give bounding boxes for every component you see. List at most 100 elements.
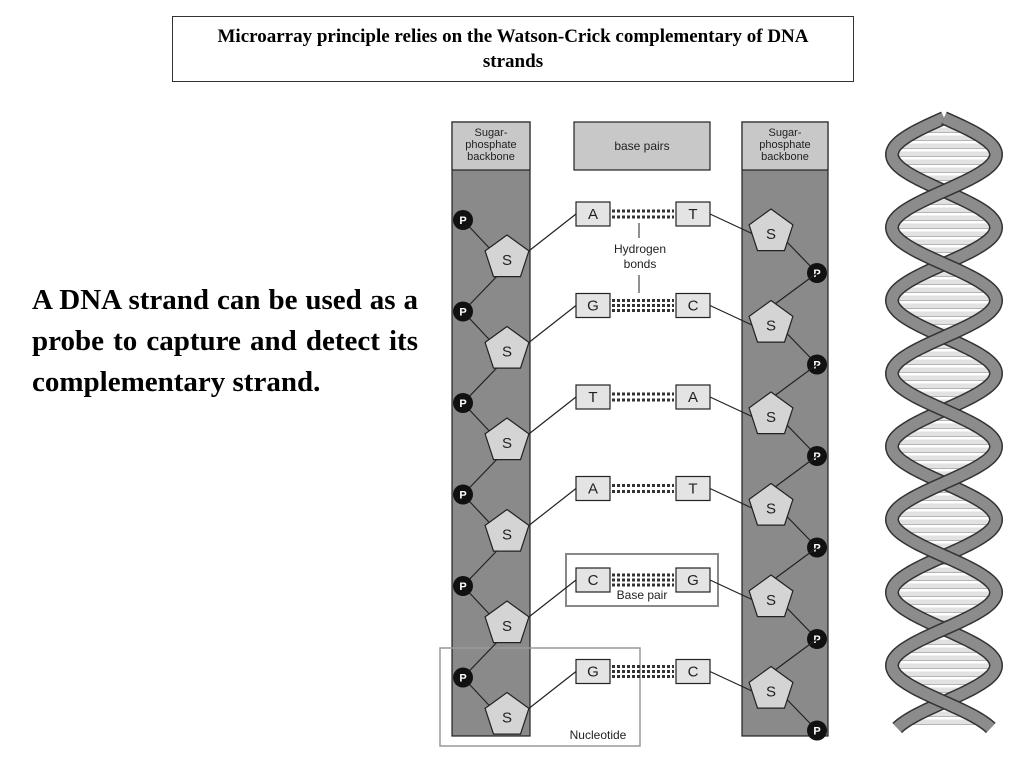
left-sugar-base-bond <box>524 396 577 438</box>
right-base-sugar-bond <box>709 579 754 601</box>
right-base-letter: A <box>688 389 698 406</box>
right-phosphate-circle <box>807 720 827 741</box>
left-phosphate-label: P <box>459 398 466 410</box>
right-base-box <box>675 384 711 410</box>
right-base-letter: T <box>688 206 697 223</box>
hydrogen-bonds-label-line2: bonds <box>624 257 657 271</box>
left-phosphate-circle <box>453 393 473 413</box>
right-base-box <box>675 658 711 685</box>
left-sugar-pentagon <box>484 600 530 644</box>
left-base-letter: G <box>587 298 599 315</box>
left-phosphate-circle <box>453 301 473 322</box>
left-sugar-base-bond <box>524 488 577 529</box>
base-pairs-label: base pairs <box>614 139 669 153</box>
right-sugar-pentagon <box>748 665 794 709</box>
right-base-sugar-bond <box>709 670 754 693</box>
right-phosphate-label: P <box>813 543 820 555</box>
left-sugar-base-bond <box>524 671 577 712</box>
left-base-letter: A <box>588 206 598 223</box>
right-base-letter: C <box>688 664 699 681</box>
left-sugar-pentagon <box>484 417 530 461</box>
left-backbone-label-line3: backbone <box>467 151 515 163</box>
right-base-box <box>675 567 711 593</box>
helix-strand-front <box>886 112 1002 732</box>
left-base-box <box>575 292 611 319</box>
right-backbone-label-line2: phosphate <box>759 139 810 151</box>
right-base-sugar-bond <box>709 487 754 510</box>
hydrogen-bonds-label-line1: Hydrogen <box>614 242 666 256</box>
hydrogen-bonds-label-bg <box>604 238 680 274</box>
left-sugar-base-bond <box>524 579 577 621</box>
base-pair-label: Base pair <box>617 588 668 602</box>
right-sugar-label: S <box>766 409 776 426</box>
left-base-letter: T <box>588 389 597 406</box>
nucleotide-label-bg <box>558 724 638 744</box>
right-base-sugar-bond <box>709 304 754 327</box>
left-backbone-header <box>451 121 531 171</box>
right-base-letter: T <box>688 481 697 498</box>
left-phosphate-label: P <box>459 581 466 593</box>
nucleotide-callout-box <box>439 647 641 747</box>
left-base-box <box>575 384 611 410</box>
left-phosphate-circle <box>453 667 473 688</box>
right-base-sugar-bond <box>709 396 754 418</box>
left-sugar-pentagon <box>484 325 530 369</box>
left-sugar-label: S <box>502 435 512 452</box>
slide-title: Microarray principle relies on the Watso… <box>217 26 809 72</box>
left-phosphate-circle <box>453 576 473 596</box>
left-base-letter: A <box>588 481 598 498</box>
nucleotide-row-1: S S P P A T <box>453 201 827 312</box>
right-phosphate-sugar-bond <box>772 638 818 672</box>
left-base-letter: G <box>587 664 599 681</box>
left-base-box <box>575 475 611 502</box>
right-sugar-label: S <box>766 592 776 609</box>
right-phosphate-label: P <box>813 634 820 646</box>
left-sugar-label: S <box>502 252 512 269</box>
right-base-letter: C <box>688 298 699 315</box>
left-base-box <box>575 658 611 685</box>
right-phosphate-label: P <box>813 268 820 280</box>
right-phosphate-sugar-bond <box>772 547 818 581</box>
right-sugar-pentagon <box>748 391 794 435</box>
right-base-letter: G <box>687 572 699 589</box>
right-sugar-pentagon <box>748 299 794 343</box>
title-box: Microarray principle relies on the Watso… <box>172 16 854 82</box>
nucleotide-row-5: S S P P C G <box>453 547 827 678</box>
left-phosphate-label: P <box>459 215 466 227</box>
left-sugar-label: S <box>502 344 512 361</box>
right-base-box <box>675 292 711 319</box>
left-sugar-base-bond <box>524 305 577 346</box>
right-phosphate-sugar-bond <box>772 272 818 306</box>
body-text: A DNA strand can be used as a probe to c… <box>32 284 418 398</box>
left-sugar-pentagon <box>484 234 530 278</box>
right-base-sugar-bond <box>709 213 754 235</box>
left-backbone-label-line2: phosphate <box>465 139 516 151</box>
right-phosphate-label: P <box>813 360 820 372</box>
left-phosphate-label: P <box>459 307 466 319</box>
left-sugar-label: S <box>502 710 512 727</box>
left-base-letter: C <box>588 572 599 589</box>
left-phosphate-circle <box>453 484 473 505</box>
right-base-box <box>675 201 711 227</box>
right-sugar-pentagon <box>748 574 794 618</box>
left-sugar-pentagon <box>484 691 530 735</box>
left-sugar-label: S <box>502 618 512 635</box>
right-sugar-label: S <box>766 501 776 518</box>
left-sugar-label: S <box>502 527 512 544</box>
right-sugar-label: S <box>766 226 776 243</box>
base-pair-callout-box <box>565 553 719 607</box>
right-phosphate-sugar-bond <box>772 364 818 398</box>
right-phosphate-sugar-bond <box>772 455 818 489</box>
right-base-box <box>675 475 711 502</box>
nucleotide-label: Nucleotide <box>570 728 627 742</box>
left-phosphate-label: P <box>459 673 466 685</box>
right-phosphate-label: P <box>813 726 820 738</box>
right-backbone-label-line3: backbone <box>761 151 809 163</box>
right-sugar-pentagon <box>748 208 794 252</box>
left-base-box <box>575 567 611 593</box>
